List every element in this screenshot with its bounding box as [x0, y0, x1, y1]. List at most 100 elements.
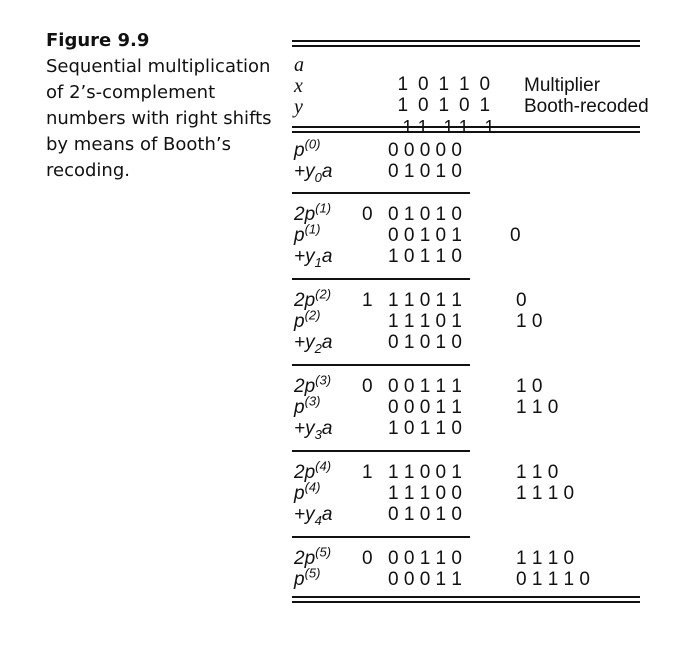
step-separator [292, 278, 470, 280]
label-subscript: 4 [314, 512, 322, 528]
label-main: 2p [294, 376, 316, 397]
header-double-rule [292, 126, 640, 133]
bit: 1 [458, 117, 469, 137]
shifted-out-bits: 1 1 1 0 [516, 548, 575, 569]
label-main: 2p [294, 462, 316, 483]
label-suffix: a [321, 332, 333, 353]
carry-bit: 0 [362, 204, 373, 225]
partial-product-bits: 0 0 0 0 0 [388, 140, 462, 161]
addend-bits: 0 1 0 1 0 [388, 332, 462, 353]
figure-label: Figure 9.9 [46, 30, 150, 51]
label-main: +y [294, 246, 315, 267]
doubled-product-bits: 0 0 1 1 0 [388, 548, 462, 569]
partial-product-label: p(0) [294, 138, 320, 161]
addend-bits: 1 0 1 1 0 [388, 246, 462, 267]
label-main: p [294, 311, 305, 332]
label-main: p [294, 140, 305, 161]
bit: 1 [438, 95, 450, 116]
label-subscript: 0 [314, 169, 322, 185]
shifted-out-bits: 1 1 1 0 [516, 483, 575, 504]
bit: 0 [479, 74, 491, 95]
shifted-out-bits: 0 [516, 290, 527, 311]
bit: 0 [418, 95, 429, 116]
bit: 1 [397, 95, 409, 116]
label-main: p [294, 225, 305, 246]
final-product-low-bits: 0 1 1 1 0 [516, 569, 590, 590]
label-superscript: (3) [315, 372, 332, 388]
bit: 1 [438, 74, 450, 95]
label-superscript: (1) [304, 221, 321, 237]
partial-product-label: p(4) [294, 481, 320, 504]
doubled-product-label: 2p(3) [294, 374, 331, 397]
bit: 1 [397, 74, 409, 95]
partial-product-bits: 1 1 1 0 1 [388, 311, 462, 332]
label-main: 2p [294, 204, 316, 225]
addend-bits: 1 0 1 1 0 [388, 418, 462, 439]
multiplier-note: Multiplier [524, 75, 601, 96]
label-superscript: (0) [304, 136, 321, 152]
figure-caption-text: Sequential multiplication of 2’s-complem… [46, 56, 272, 181]
carry-bit: 0 [362, 376, 373, 397]
label-superscript: (2) [315, 286, 332, 302]
partial-product-bits: 0 0 0 1 1 [388, 397, 462, 418]
doubled-product-label: 2p(4) [294, 460, 331, 483]
final-product-bits: 0 0 0 1 1 [388, 569, 462, 590]
doubled-product-bits: 1 1 0 0 1 [388, 462, 462, 483]
label-main: p [294, 483, 305, 504]
doubled-product-label: 2p(1) [294, 202, 331, 225]
partial-product-label: p(1) [294, 223, 320, 246]
label-main: 2p [294, 290, 316, 311]
label-main: p [294, 569, 305, 590]
doubled-product-bits: 0 0 1 1 1 [388, 376, 462, 397]
doubled-product-label: 2p(2) [294, 288, 331, 311]
label-superscript: (3) [304, 393, 321, 409]
label-main: +y [294, 161, 315, 182]
label-suffix: a [321, 161, 333, 182]
bit: 0 [459, 95, 470, 116]
addend-label: +y3a [294, 418, 333, 442]
bit: 1 [417, 117, 428, 137]
addend-bits: 0 1 0 1 0 [388, 504, 462, 525]
bit: 1 [479, 95, 491, 116]
carry-bit: 1 [362, 290, 373, 311]
label-subscript: 2 [314, 340, 322, 356]
label-subscript: 3 [314, 426, 322, 442]
label-suffix: a [321, 246, 333, 267]
label-main: 2p [294, 548, 316, 569]
label-superscript: (2) [304, 307, 321, 323]
label-main: +y [294, 332, 315, 353]
operand-a-label: a [294, 54, 304, 76]
label-main: +y [294, 418, 315, 439]
doubled-product-bits: 1 1 0 1 1 [388, 290, 462, 311]
operand-x-label: x [294, 75, 303, 97]
step-separator [292, 450, 470, 452]
label-superscript: (4) [304, 479, 321, 495]
bit: 1 [459, 74, 470, 95]
booth-recoded-note: Booth-recoded [524, 96, 649, 117]
top-double-rule [292, 40, 640, 47]
bit: −1 [474, 117, 495, 137]
addend-label: +y0a [294, 161, 333, 185]
bit: −1 [392, 117, 413, 137]
bottom-double-rule [292, 596, 640, 603]
bit: 0 [418, 74, 429, 95]
step-separator [292, 192, 470, 194]
label-main: +y [294, 504, 315, 525]
partial-product-bits: 0 0 1 0 1 [388, 225, 462, 246]
figure-caption: Figure 9.9 Sequential multiplication of … [46, 28, 276, 184]
partial-product-label: p(2) [294, 309, 320, 332]
addend-label: +y4a [294, 504, 332, 528]
doubled-product-label: 2p(5) [294, 546, 331, 569]
label-superscript: (5) [315, 544, 332, 560]
carry-bit: 0 [362, 548, 373, 569]
addend-label: +y2a [294, 332, 333, 356]
operand-y-label: y [294, 96, 303, 118]
bit: −1 [433, 117, 454, 137]
shifted-out-bits: 1 0 [516, 376, 543, 397]
step-separator [292, 536, 470, 538]
label-suffix: a [321, 418, 333, 439]
shifted-out-bits: 1 1 0 [516, 462, 559, 483]
addend-bits: 0 1 0 1 0 [388, 161, 462, 182]
